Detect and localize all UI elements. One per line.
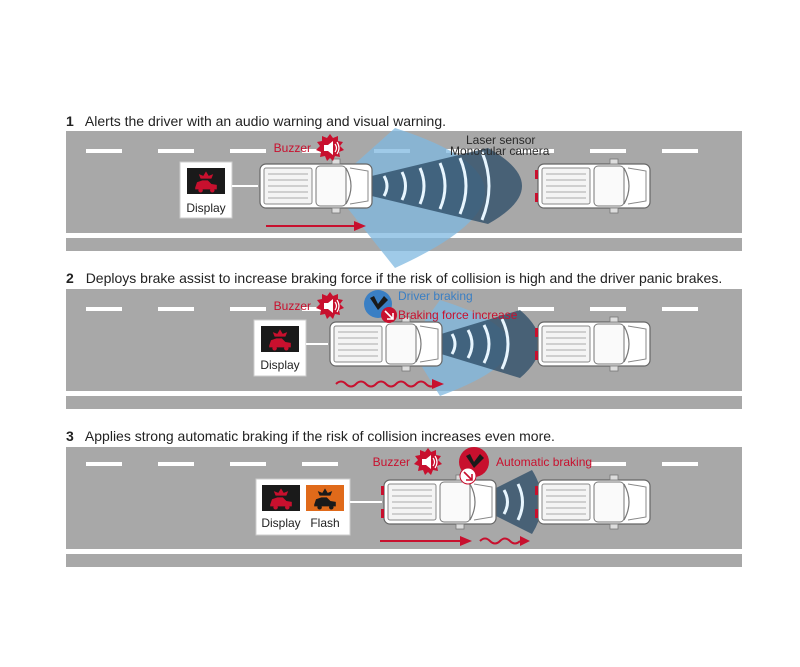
road-3-edge — [66, 549, 742, 554]
step-2-number: 2 — [66, 270, 74, 286]
road-2-edge — [66, 391, 742, 396]
buzzer-label-2: Buzzer — [274, 299, 311, 313]
laser-sensor-label: Laser sensor — [466, 133, 535, 147]
motion-arrow-3 — [380, 536, 472, 546]
sensor-beam-2 — [408, 310, 540, 378]
own-truck-2 — [329, 316, 443, 372]
front-truck-2 — [535, 316, 651, 372]
display-label-1: Display — [186, 201, 225, 215]
svg-text:2 Deploys brake assist t: 2 Deploys brake assist to increase braki… — [66, 270, 722, 286]
step-3-number: 3 — [66, 428, 74, 444]
step-3-text: Applies strong automatic braking if the … — [85, 428, 555, 444]
buzzer-label-3: Buzzer — [373, 455, 410, 469]
braking-force-label: Braking force increase — [398, 308, 518, 322]
flash-label: Flash — [310, 516, 339, 530]
sensor-beam-3 — [468, 470, 542, 534]
brake-force-icon — [459, 467, 477, 485]
own-truck-1 — [259, 158, 373, 214]
display-panel-2: Display — [253, 319, 328, 377]
motion-arrow-1 — [266, 221, 366, 231]
step-1: 1 Alerts the driver with an audio warnin… — [66, 113, 742, 268]
own-truck-3 — [381, 474, 497, 530]
brake-force-icon — [381, 307, 397, 323]
braking-arrow-2 — [335, 379, 444, 389]
step-1-text: Alerts the driver with an audio warning … — [85, 113, 446, 129]
display-panel-1: Display — [179, 161, 258, 219]
svg-text:1 Alerts the driver with: 1 Alerts the driver with an audio warnin… — [66, 113, 446, 129]
monocular-camera-label: Monocular camera — [450, 144, 550, 158]
braking-arrow-3 — [479, 536, 530, 546]
front-truck-3 — [535, 474, 651, 530]
step-2-text: Deploys brake assist to increase braking… — [86, 270, 723, 286]
buzzer-label-1: Buzzer — [274, 141, 311, 155]
step-3: 3 Applies strong automatic braking if th… — [66, 428, 742, 567]
svg-text:3 Applies strong automat: 3 Applies strong automatic braking if th… — [66, 428, 555, 444]
driver-braking-label: Driver braking — [398, 289, 473, 303]
sensor-beam-1 — [330, 148, 522, 224]
step-1-number: 1 — [66, 113, 74, 129]
sensor-waves-1 — [366, 151, 491, 221]
display-label-2: Display — [260, 358, 299, 372]
display-panel-3: Display Flash — [255, 478, 382, 536]
display-label-3: Display — [261, 516, 300, 530]
front-truck-1 — [535, 158, 651, 214]
automatic-braking-label: Automatic braking — [496, 455, 592, 469]
step-2: 2 Deploys brake assist to increase braki… — [66, 270, 742, 409]
